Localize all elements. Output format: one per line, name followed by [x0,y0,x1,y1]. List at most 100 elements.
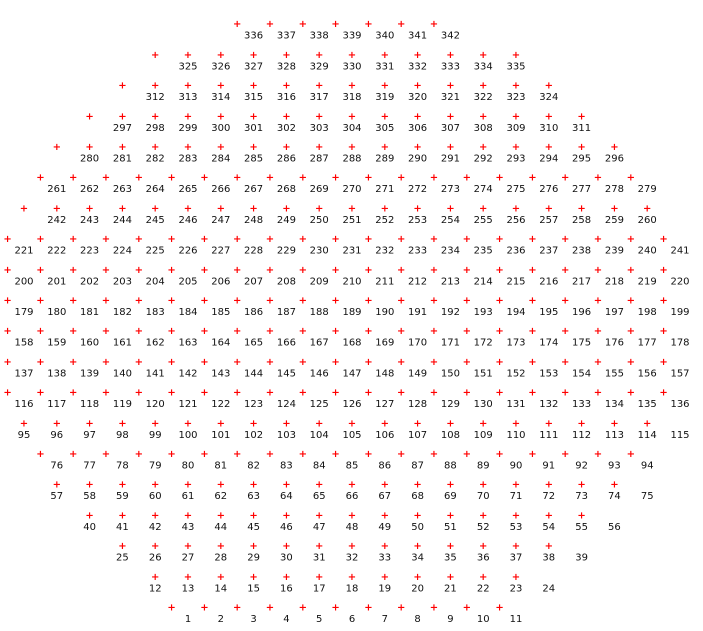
cell-number-label: 331 [375,61,394,72]
red-plus-marker: + [413,541,421,552]
cell-number-label: 321 [441,92,460,103]
red-plus-marker: + [36,326,44,337]
red-plus-marker: + [413,50,421,61]
red-plus-marker: + [561,326,569,337]
cell-number-label: 84 [313,461,326,472]
cell-number-label: 181 [80,307,99,318]
cell-number-label: 25 [116,553,129,564]
cell-number-label: 143 [211,368,230,379]
cell-number-label: 212 [408,276,427,287]
cell-number-label: 35 [444,553,457,564]
cell-number-label: 299 [178,123,197,134]
cell-number-label: 300 [211,123,230,134]
red-plus-marker: + [315,111,323,122]
red-plus-marker: + [381,50,389,61]
cell-number-label: 199 [670,307,689,318]
cell-number-label: 87 [411,461,424,472]
red-plus-marker: + [151,418,159,429]
cell-number-label: 277 [572,184,591,195]
cell-number-label: 123 [244,399,263,410]
cell-number-label: 332 [408,61,427,72]
cell-number-label: 221 [14,246,33,257]
red-plus-marker: + [561,234,569,245]
red-plus-marker: + [151,203,159,214]
red-plus-marker: + [36,234,44,245]
red-plus-marker: + [69,173,77,184]
red-plus-marker: + [217,541,225,552]
cell-number-label: 266 [211,184,230,195]
cell-number-label: 79 [149,461,162,472]
cell-number-label: 75 [641,491,654,502]
cell-number-label: 244 [113,215,132,226]
cell-number-label: 258 [572,215,591,226]
red-plus-marker: + [463,388,471,399]
red-plus-marker: + [282,572,290,583]
red-plus-marker: + [200,296,208,307]
cell-number-label: 206 [211,276,230,287]
cell-number-label: 254 [441,215,460,226]
red-plus-marker: + [299,173,307,184]
red-plus-marker: + [381,111,389,122]
cell-number-label: 187 [277,307,296,318]
cell-number-label: 163 [178,338,197,349]
cell-number-label: 118 [80,399,99,410]
red-plus-marker: + [659,357,667,368]
red-plus-marker: + [299,296,307,307]
cell-number-label: 201 [47,276,66,287]
red-plus-marker: + [627,388,635,399]
red-plus-marker: + [85,111,93,122]
cell-number-label: 165 [244,338,263,349]
cell-number-label: 47 [313,522,326,533]
cell-number-label: 166 [277,338,296,349]
red-plus-marker: + [446,572,454,583]
red-plus-marker: + [463,265,471,276]
red-plus-marker: + [315,510,323,521]
red-plus-marker: + [627,296,635,307]
red-plus-marker: + [430,296,438,307]
red-plus-marker: + [364,19,372,30]
red-plus-marker: + [528,326,536,337]
cell-number-label: 98 [116,430,129,441]
cell-number-label: 128 [408,399,427,410]
cell-number-label: 283 [178,154,197,165]
cell-number-label: 291 [441,154,460,165]
red-plus-marker: + [151,572,159,583]
cell-number-label: 51 [444,522,457,533]
cell-number-label: 273 [441,184,460,195]
red-plus-marker: + [446,81,454,92]
red-plus-marker: + [364,449,372,460]
cell-number-label: 314 [211,92,230,103]
cell-number-label: 322 [474,92,493,103]
red-plus-marker: + [184,81,192,92]
cell-number-label: 40 [83,522,96,533]
cell-number-label: 224 [113,246,132,257]
cell-number-label: 272 [408,184,427,195]
cell-number-label: 89 [477,461,490,472]
cell-number-label: 146 [310,368,329,379]
cell-number-label: 296 [605,154,624,165]
red-plus-marker: + [69,449,77,460]
cell-number-label: 142 [178,368,197,379]
cell-number-label: 78 [116,461,129,472]
cell-number-label: 129 [441,399,460,410]
red-plus-marker: + [233,603,241,614]
red-plus-marker: + [627,326,635,337]
cell-number-label: 67 [378,491,391,502]
red-plus-marker: + [479,50,487,61]
cell-number-label: 294 [539,154,558,165]
red-plus-marker: + [85,142,93,153]
red-plus-marker: + [102,326,110,337]
cell-number-label: 94 [641,461,654,472]
cell-number-label: 270 [342,184,361,195]
cell-number-label: 275 [506,184,525,195]
cell-number-label: 290 [408,154,427,165]
cell-number-label: 50 [411,522,424,533]
cell-number-label: 32 [346,553,359,564]
red-plus-marker: + [167,357,175,368]
cell-number-label: 268 [277,184,296,195]
cell-number-label: 139 [80,368,99,379]
cell-number-label: 152 [506,368,525,379]
red-plus-marker: + [545,142,553,153]
cell-number-label: 140 [113,368,132,379]
cell-number-label: 148 [375,368,394,379]
